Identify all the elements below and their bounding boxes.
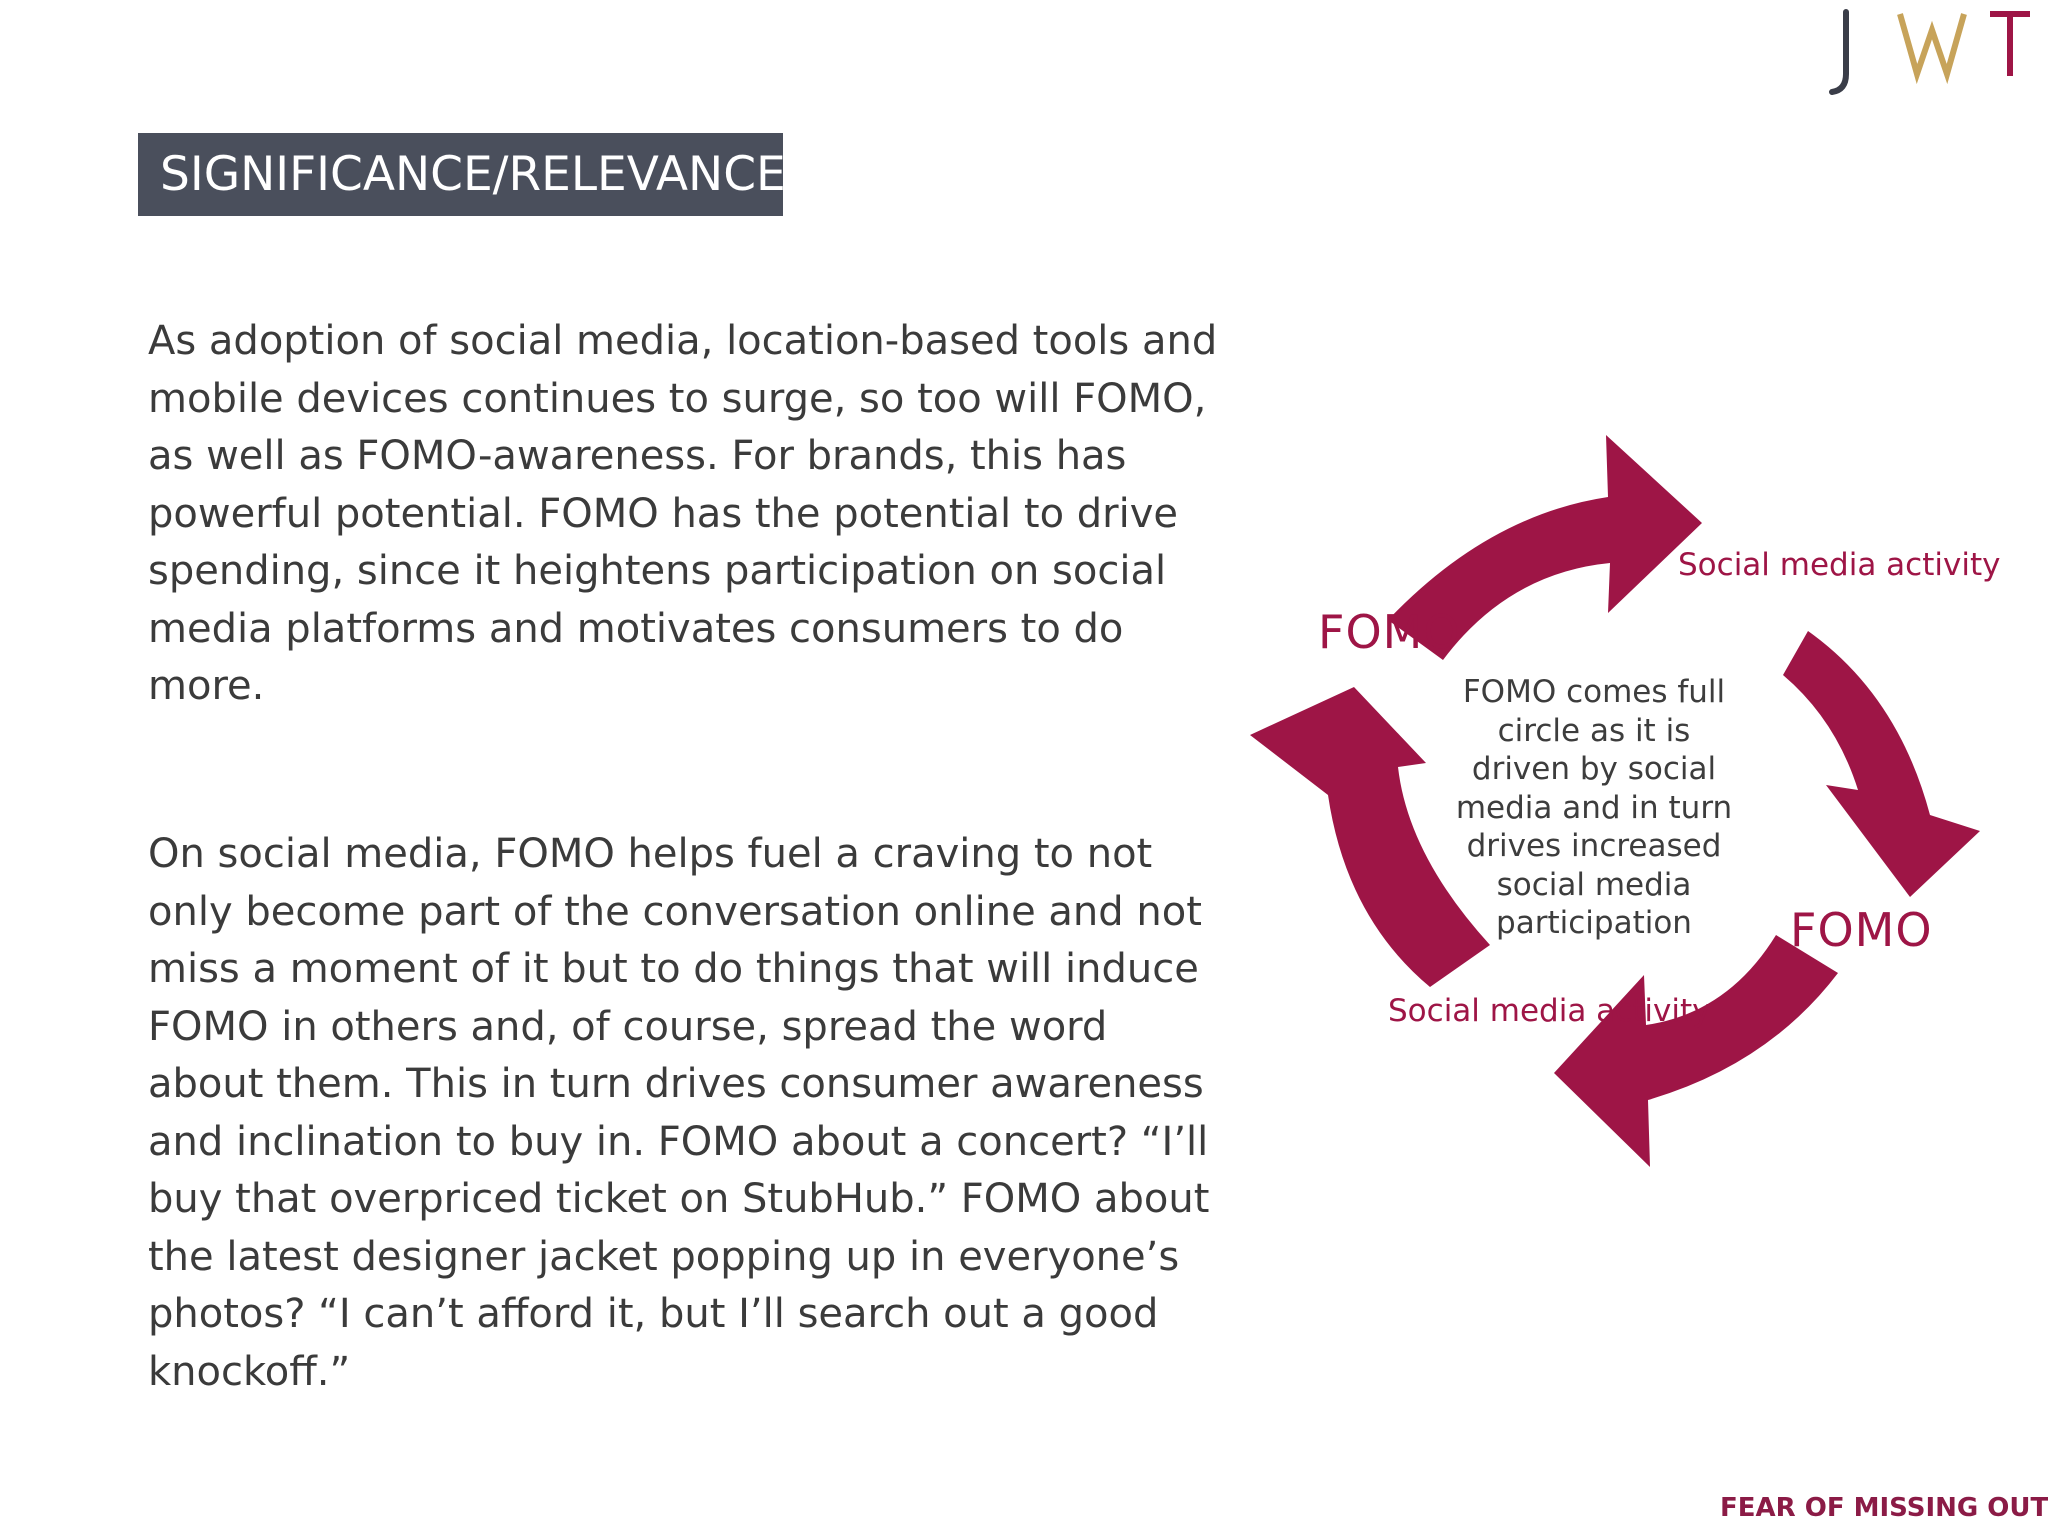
logo-letter-w [1897,13,1967,85]
section-label: SIGNIFICANCE/RELEVANCE [138,133,786,216]
footer-title: FEAR OF MISSING OUT [1720,1493,2048,1523]
logo-letter-t [1990,11,2030,76]
label-social-media-activity-top: Social media activity [1678,547,2001,583]
jwt-logo [1829,9,2030,95]
fomo-cycle-diagram: FOMO Social media activity FOMO Social m… [1228,405,2001,1205]
circular-arrows-cycle-icon [1250,435,1980,1167]
cycle-arrow-top [1388,435,1702,660]
logo-letter-j [1829,9,1849,95]
label-social-media-activity-bottom: Social media activity [1388,993,1711,1029]
body-paragraph-2: On social media, FOMO helps fuel a cravi… [148,831,1210,1395]
label-fomo-right: FOMO [1790,903,1933,957]
diagram-center-text: FOMO comes full circle as it is driven b… [1455,674,1733,941]
label-fomo-left: FOMO [1318,605,1461,659]
cycle-arrow-left [1250,687,1490,987]
cycle-arrow-right [1783,631,1980,897]
body-paragraph-1: As adoption of social media, location-ba… [148,318,1218,709]
cycle-arrow-bottom [1554,935,1838,1167]
